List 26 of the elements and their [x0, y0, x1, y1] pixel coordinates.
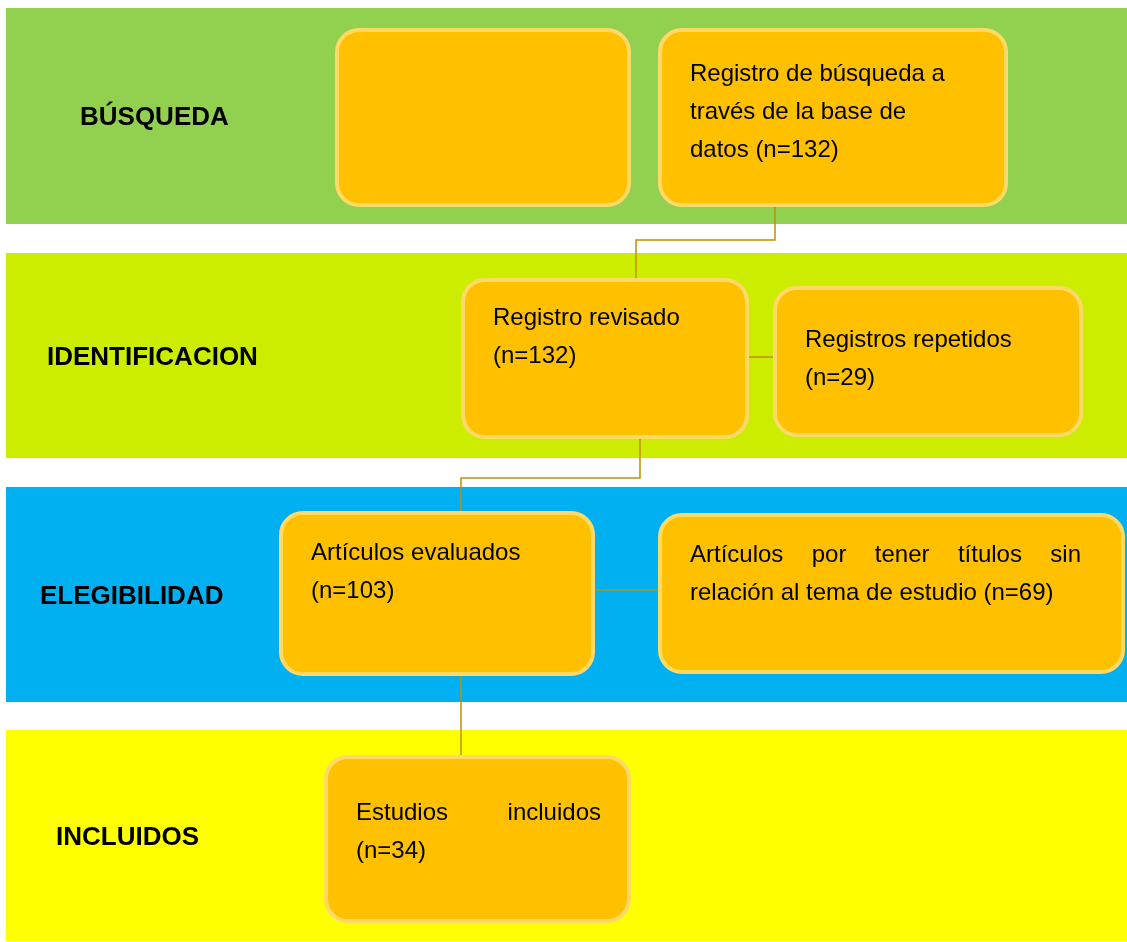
process-box — [658, 28, 1008, 207]
box-text: Registros repetidos (n=29) — [805, 324, 1013, 392]
stage-heading: IDENTIFICACION — [47, 340, 258, 371]
stage-band — [6, 8, 1127, 224]
process-box — [324, 755, 631, 923]
box-text: Registro de búsqueda a través de la base de datos (n=132) — [690, 58, 946, 164]
process-box — [658, 513, 1125, 674]
stage-band — [6, 730, 1127, 941]
connector-line — [635, 206, 776, 279]
box-text: Registro revisado (n=132) — [493, 302, 681, 370]
connector-line — [460, 675, 462, 756]
connector-line — [594, 589, 659, 591]
stage-heading: ELEGIBILIDAD — [40, 579, 224, 610]
box-text: Artículos evaluados (n=103) — [311, 537, 522, 605]
box-text: Artículos por tener títulos sin relación al tema de estudio (n=69) — [690, 539, 1081, 607]
process-box — [461, 278, 749, 439]
process-box — [773, 286, 1083, 437]
stage-band — [6, 253, 1127, 458]
stage-band — [6, 487, 1127, 702]
stage-heading: BÚSQUEDA — [80, 100, 229, 132]
connector-line — [748, 356, 774, 358]
box-text: Estudios incluidos (n=34) — [356, 797, 601, 865]
stage-heading: INCLUIDOS — [56, 820, 199, 851]
connector-line — [460, 438, 641, 512]
process-box — [279, 511, 595, 676]
empty-process-box — [335, 28, 631, 207]
